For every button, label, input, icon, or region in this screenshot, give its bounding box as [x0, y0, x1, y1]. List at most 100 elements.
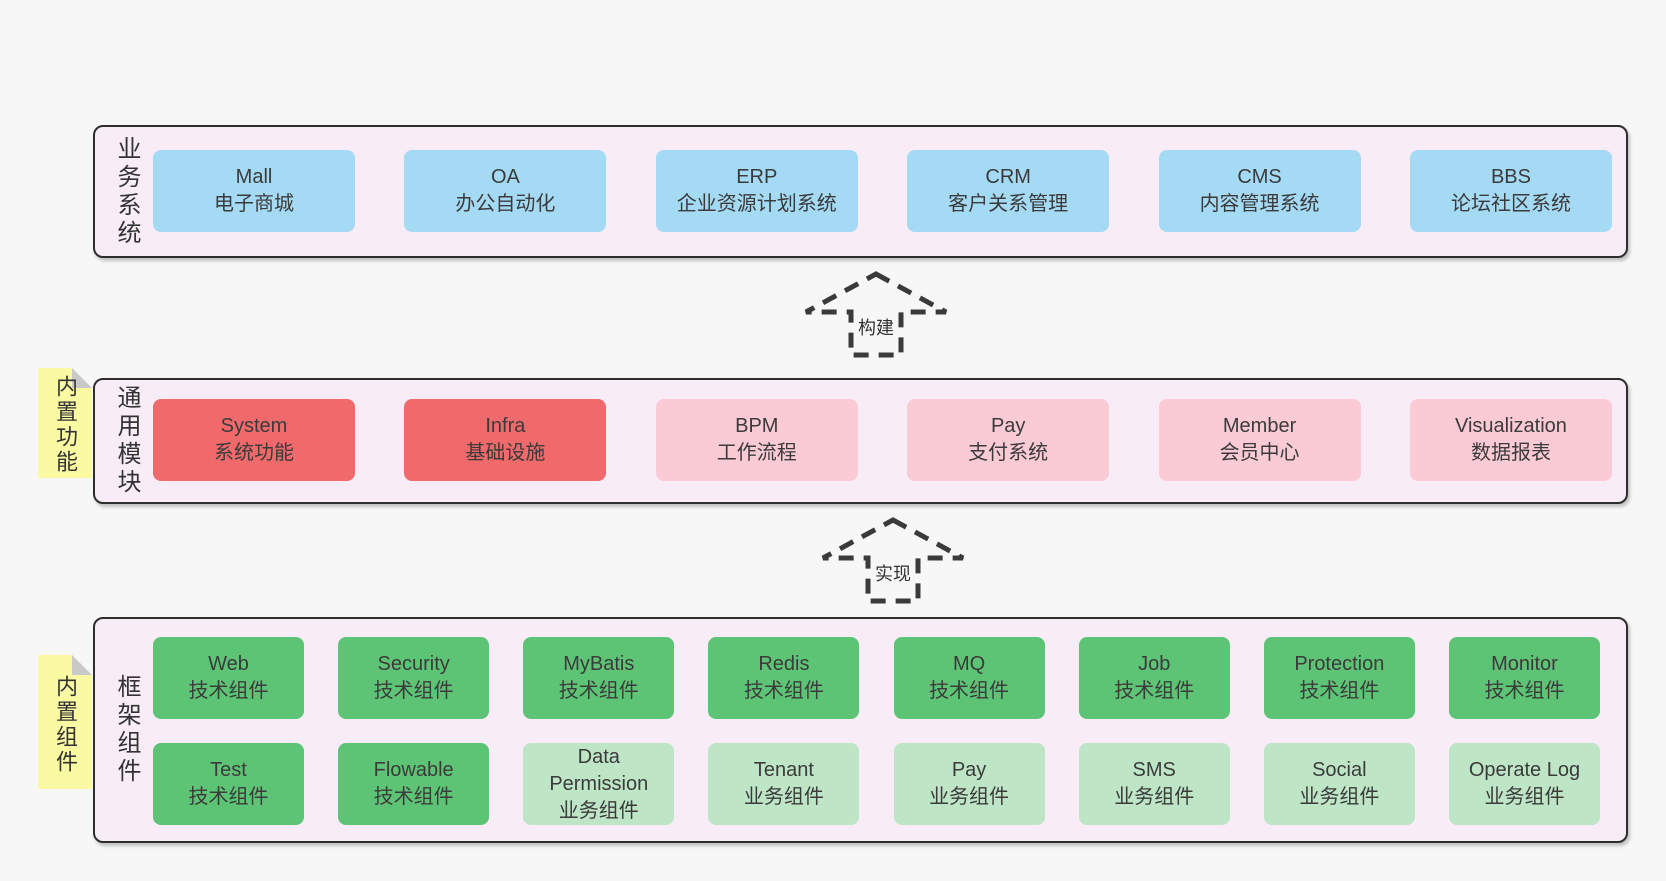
box-subtitle: 业务组件 — [1114, 786, 1195, 808]
implement-arrow: 实现 — [820, 516, 966, 604]
box-test: Test 技术组件 — [153, 743, 304, 825]
box-data-permission: Data Permission 业务组件 — [523, 743, 675, 825]
sticky-note-builtin-components: 内置组件 — [38, 655, 92, 789]
box-title: Job — [1138, 653, 1171, 675]
box-subtitle: 企业资源计划系统 — [676, 193, 837, 215]
box-subtitle: 内容管理系统 — [1199, 193, 1320, 215]
box-infra: Infra 基础设施 — [404, 399, 607, 481]
layer-components-label: 框架组件 — [113, 674, 140, 786]
box-bpm: BPM 工作流程 — [655, 399, 858, 481]
box-subtitle: 技术组件 — [188, 786, 269, 808]
box-subtitle: 技术组件 — [1114, 680, 1195, 702]
box-subtitle: 论坛社区系统 — [1450, 193, 1571, 215]
box-cms: CMS 内容管理系统 — [1158, 150, 1361, 232]
box-flowable: Flowable 技术组件 — [338, 743, 490, 825]
box-title: Tenant — [753, 759, 814, 781]
build-arrow: 构建 — [803, 270, 949, 358]
sticky-note-text: 内置功能 — [53, 375, 78, 476]
box-title: SMS — [1132, 759, 1176, 781]
box-title: Redis — [758, 653, 810, 675]
components-row-1: Web 技术组件 Security 技术组件 MyBatis 技术组件 Redi… — [153, 637, 1600, 719]
box-pay-component: Pay 业务组件 — [893, 743, 1045, 825]
box-monitor: Monitor 技术组件 — [1448, 637, 1600, 719]
sticky-note-builtin-features: 内置功能 — [38, 368, 92, 478]
box-social: Social 业务组件 — [1263, 743, 1415, 825]
box-subtitle: 业务组件 — [1484, 786, 1565, 808]
box-bbs: BBS 论坛社区系统 — [1409, 150, 1612, 232]
box-mybatis: MyBatis 技术组件 — [523, 637, 675, 719]
box-title: Operate Log — [1468, 759, 1581, 781]
box-operate-log: Operate Log 业务组件 — [1448, 743, 1600, 825]
box-subtitle: 业务组件 — [929, 786, 1010, 808]
box-title: Mall — [235, 166, 273, 188]
box-subtitle: 基础设施 — [465, 442, 546, 464]
box-title: Pay — [990, 415, 1026, 437]
box-title: Pay — [951, 759, 987, 781]
box-protection: Protection 技术组件 — [1263, 637, 1415, 719]
box-member: Member 会员中心 — [1158, 399, 1361, 481]
box-title: Web — [208, 653, 249, 675]
box-subtitle: 技术组件 — [373, 786, 454, 808]
layer-business-label: 业务系统 — [113, 135, 140, 248]
modules-boxes-row: System 系统功能 Infra 基础设施 BPM 工作流程 Pay 支付系统… — [153, 399, 1612, 481]
box-title: Visualization — [1454, 415, 1567, 437]
box-job: Job 技术组件 — [1078, 637, 1230, 719]
box-title: ERP — [736, 166, 778, 188]
box-subtitle: 数据报表 — [1470, 442, 1551, 464]
box-pay-module: Pay 支付系统 — [907, 399, 1110, 481]
box-title: MQ — [952, 653, 986, 675]
box-title: Data Permission — [549, 745, 649, 795]
box-subtitle: 技术组件 — [929, 680, 1010, 702]
box-subtitle: 工作流程 — [716, 442, 797, 464]
layer-modules-label: 通用模块 — [113, 385, 140, 497]
box-security: Security 技术组件 — [338, 637, 490, 719]
box-crm: CRM 客户关系管理 — [907, 150, 1110, 232]
box-subtitle: 技术组件 — [558, 680, 639, 702]
box-mq: MQ 技术组件 — [893, 637, 1045, 719]
box-subtitle: 办公自动化 — [455, 193, 556, 215]
box-subtitle: 技术组件 — [1484, 680, 1565, 702]
box-subtitle: 业务组件 — [743, 786, 824, 808]
box-subtitle: 系统功能 — [214, 442, 294, 464]
box-subtitle: 技术组件 — [188, 680, 269, 702]
box-title: System — [220, 415, 288, 437]
box-title: Flowable — [373, 759, 454, 781]
box-mall: Mall 电子商城 — [153, 150, 355, 232]
implement-arrow-label: 实现 — [873, 560, 913, 586]
box-subtitle: 业务组件 — [558, 799, 639, 822]
box-subtitle: 会员中心 — [1219, 442, 1300, 464]
box-subtitle: 技术组件 — [1299, 680, 1380, 702]
box-subtitle: 业务组件 — [1299, 786, 1380, 808]
components-row-2: Test 技术组件 Flowable 技术组件 Data Permission … — [153, 743, 1600, 825]
box-erp: ERP 企业资源计划系统 — [655, 150, 858, 232]
box-subtitle: 技术组件 — [373, 680, 454, 702]
build-arrow-label: 构建 — [856, 314, 896, 340]
box-title: Infra — [485, 415, 526, 437]
box-sms: SMS 业务组件 — [1078, 743, 1230, 825]
box-title: Test — [210, 759, 247, 781]
box-title: OA — [490, 166, 520, 188]
box-title: CMS — [1237, 166, 1282, 188]
layer-framework-components: 框架组件 Web 技术组件 Security 技术组件 MyBatis 技术组件… — [93, 617, 1628, 843]
box-title: CRM — [985, 166, 1031, 188]
layer-common-modules: 通用模块 System 系统功能 Infra 基础设施 BPM 工作流程 Pay… — [93, 378, 1628, 504]
box-redis: Redis 技术组件 — [708, 637, 860, 719]
box-title: Member — [1222, 415, 1297, 437]
box-oa: OA 办公自动化 — [404, 150, 607, 232]
sticky-note-text: 内置组件 — [53, 674, 78, 775]
business-boxes-row: Mall 电子商城 OA 办公自动化 ERP 企业资源计划系统 CRM 客户关系… — [153, 150, 1612, 232]
box-title: BBS — [1490, 166, 1531, 188]
box-subtitle: 支付系统 — [968, 442, 1049, 464]
box-title: Monitor — [1491, 653, 1558, 675]
box-web: Web 技术组件 — [153, 637, 304, 719]
box-title: MyBatis — [563, 653, 635, 675]
up-arrow-icon — [821, 517, 965, 604]
box-visualization: Visualization 数据报表 — [1409, 399, 1612, 481]
box-subtitle: 客户关系管理 — [948, 193, 1069, 215]
box-tenant: Tenant 业务组件 — [708, 743, 860, 825]
box-title: Social — [1312, 759, 1367, 781]
up-arrow-icon — [804, 271, 948, 358]
box-system: System 系统功能 — [153, 399, 355, 481]
box-title: Protection — [1294, 653, 1385, 675]
